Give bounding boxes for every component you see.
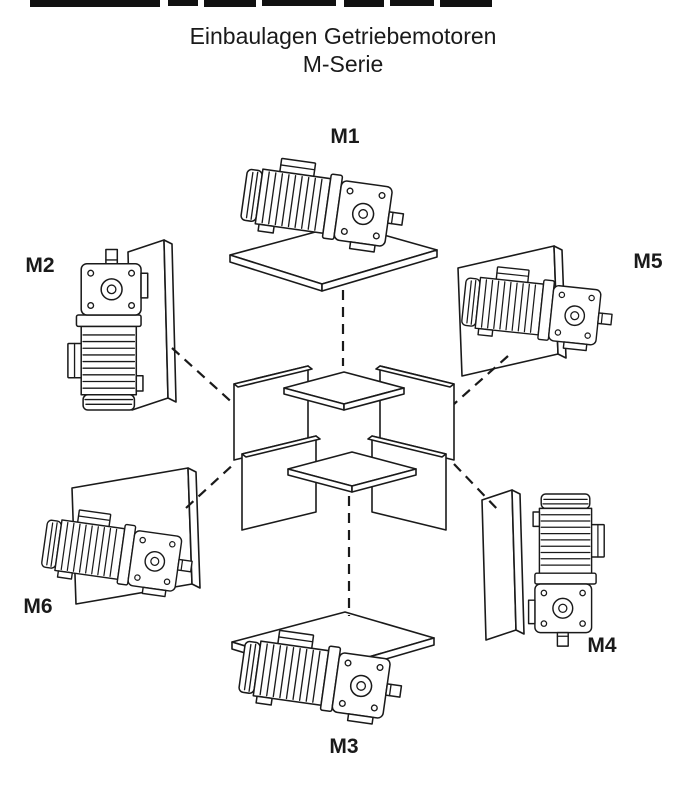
housing-top-plate-edge-right [343, 387, 405, 411]
mounting-wall-m6-edge [187, 467, 201, 589]
diagram-title-line1: Einbaulagen Getriebemotoren [190, 23, 497, 49]
label-m4: M4 [587, 634, 616, 657]
housing-wall-lower-right-top [367, 435, 447, 458]
label-m2: M2 [25, 254, 54, 277]
label-m5: M5 [633, 250, 662, 273]
housing-wall-upper-left-top [233, 365, 313, 388]
diagram-title-line2: M-Serie [303, 51, 384, 77]
dashed-line-m4 [453, 463, 501, 513]
label-m3: M3 [329, 735, 358, 758]
position-m6 [38, 467, 201, 605]
mounting-plate-m1-edge-right [321, 249, 438, 292]
mounting-wall-m4 [481, 489, 517, 641]
reference-housing [233, 365, 455, 531]
position-m4 [481, 489, 605, 647]
dashed-line-m6 [185, 461, 237, 509]
mounting-wall-m4-edge [511, 489, 525, 635]
gearmotor-m4-illustration [527, 493, 605, 647]
label-m6: M6 [23, 595, 52, 618]
cropped-header-artifact [30, 0, 492, 7]
housing-wall-upper-right-top [375, 365, 455, 388]
position-m1 [229, 153, 438, 292]
position-m2 [67, 239, 177, 411]
housing-wall-lower-left-top [241, 435, 321, 458]
position-m5 [457, 245, 617, 377]
dashed-line-m2 [171, 347, 237, 407]
dashed-line-m5 [453, 355, 509, 405]
label-m1: M1 [330, 125, 359, 148]
position-m3 [231, 611, 435, 729]
gearmotor-m2-illustration [67, 248, 149, 411]
housing-bottom-plate-edge-right [351, 468, 417, 493]
mounting-wall-m2-edge [163, 239, 177, 403]
